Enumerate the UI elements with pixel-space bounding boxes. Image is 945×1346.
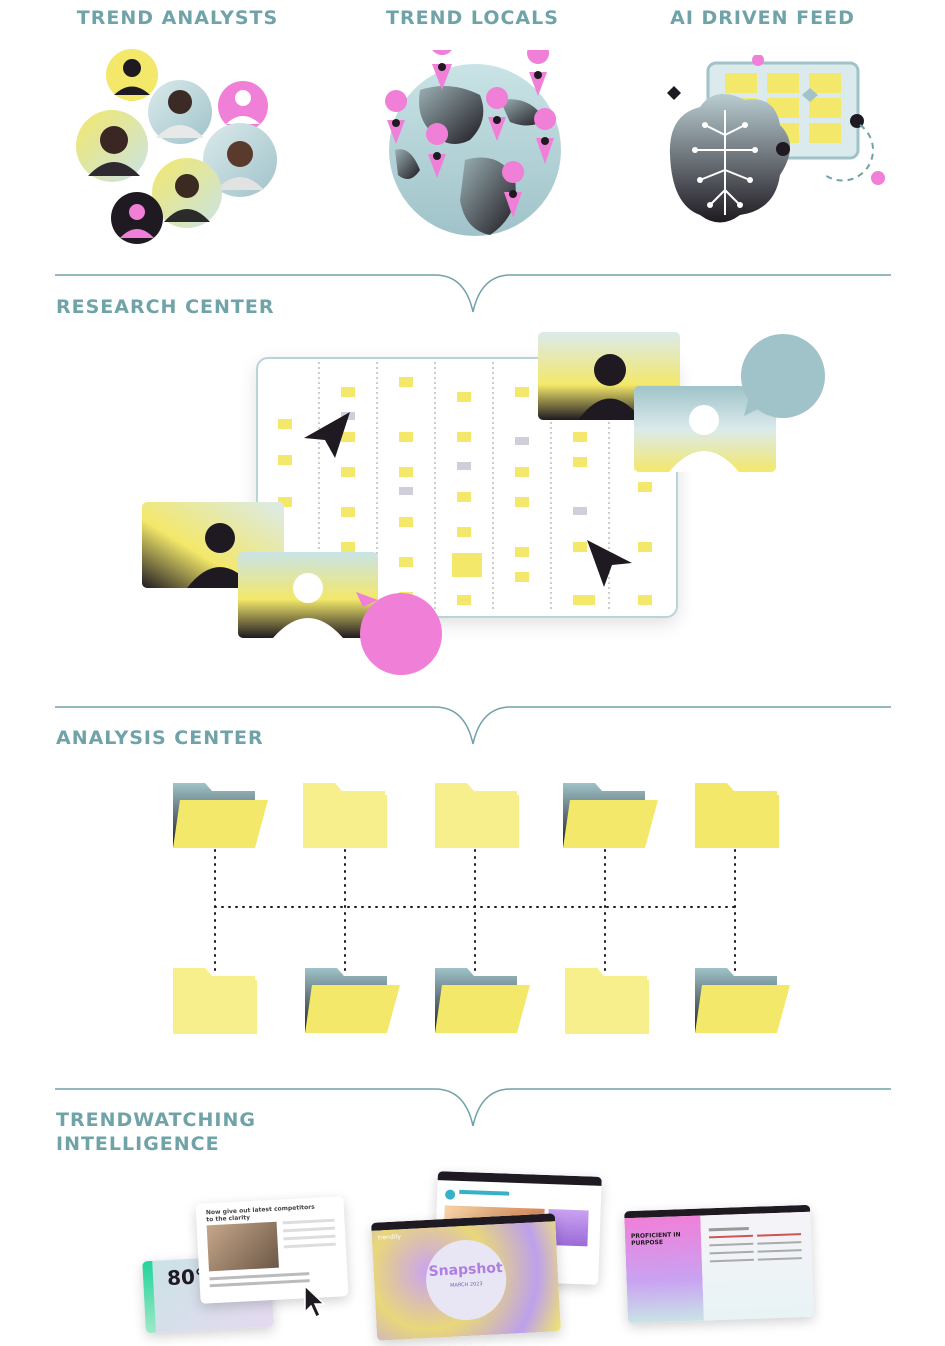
ai-driven-feed-title: AI DRIVEN FEED (670, 7, 855, 29)
snapshot-report-card: trendify Snapshot MARCH 2023 (371, 1213, 561, 1341)
folder-open-1 (173, 783, 268, 848)
mouse-pointer-icon (304, 1284, 326, 1319)
globe-illustration (385, 50, 561, 236)
report-heading: PROFICIENT IN PURPOSE (630, 1231, 681, 1248)
section-divider (55, 274, 891, 313)
ai-brain-feed-illustration (667, 55, 885, 223)
analysis-center-title: ANALYSIS CENTER (56, 727, 264, 749)
section-divider-2 (55, 706, 891, 745)
trend-analysts-title: TREND ANALYSTS (76, 7, 279, 29)
video-call-tile-2 (634, 334, 825, 472)
video-call-tile-4 (238, 552, 442, 675)
folder-network (173, 783, 790, 1034)
trendwatching-intelligence-title-line1: TRENDWATCHING (56, 1109, 256, 1131)
cursor-arrow-icon (304, 412, 350, 458)
cursor-arrow-icon-2 (587, 540, 632, 587)
snapshot-brand: trendify (377, 1233, 402, 1242)
research-center-title: RESEARCH CENTER (56, 296, 275, 318)
whiteboard-notes (278, 362, 652, 609)
section-divider-3 (55, 1088, 891, 1127)
report-card: PROFICIENT IN PURPOSE (624, 1204, 814, 1324)
trendwatching-intelligence-title-line2: INTELLIGENCE (56, 1133, 220, 1155)
analyst-avatars-illustration (76, 49, 277, 244)
trend-locals-title: TREND LOCALS (386, 7, 559, 29)
